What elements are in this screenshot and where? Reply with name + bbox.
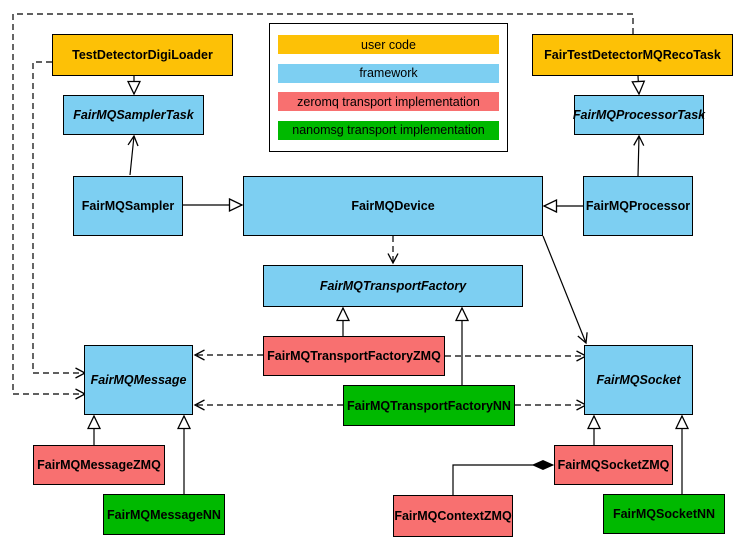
legend-box: user code framework zeromq transport imp… (269, 23, 508, 152)
node-fair-test-detector-mq-reco-task: FairTestDetectorMQRecoTask (532, 34, 733, 76)
node-fairmq-message: FairMQMessage (84, 345, 193, 415)
edge-association-fairmqdevice-fairmqsocket (542, 235, 588, 345)
node-fairmq-transport-factory-nn: FairMQTransportFactoryNN (343, 385, 515, 426)
edge-composition-fairmqcontextzmq-fairmqsocketzmq (452, 459, 555, 495)
legend-item-framework: framework (278, 63, 499, 83)
node-fairmq-processor: FairMQProcessor (583, 176, 693, 236)
node-fairmq-context-zmq: FairMQContextZMQ (393, 495, 513, 537)
node-fairmq-sampler-task: FairMQSamplerTask (63, 95, 204, 135)
node-fairmq-socket: FairMQSocket (584, 345, 693, 415)
node-fairmq-message-zmq: FairMQMessageZMQ (33, 445, 165, 485)
legend-item-zeromq: zeromq transport implementation (278, 92, 499, 112)
node-fairmq-sampler: FairMQSampler (73, 176, 183, 236)
edge-association-fairmqsampler-fairmqsamplertask (127, 134, 139, 176)
node-test-detector-digi-loader: TestDetectorDigiLoader (52, 34, 233, 76)
edge-dependency-testdetectordigiloader-fairmqmessage (32, 61, 87, 379)
legend-item-user-code: user code (278, 35, 499, 54)
edge-inheritance-fairtestdetectormqrecotask-fairmqprocessortask (638, 75, 639, 94)
node-fairmq-transport-factory: FairMQTransportFactory (263, 265, 523, 307)
edge-association-fairmqprocessor-fairmqprocessortask (633, 134, 645, 177)
node-fairmq-message-nn: FairMQMessageNN (103, 494, 225, 535)
node-fairmq-transport-factory-zmq: FairMQTransportFactoryZMQ (263, 336, 445, 376)
legend-item-nanomsg: nanomsg transport implementation (278, 120, 499, 140)
edge-dependency-fairtestdetectormqrecotask-fairmqmessage (12, 13, 634, 400)
node-fairmq-processor-task: FairMQProcessorTask (573, 95, 705, 135)
node-fairmq-socket-zmq: FairMQSocketZMQ (554, 445, 673, 485)
node-fairmq-device: FairMQDevice (243, 176, 543, 236)
node-fairmq-socket-nn: FairMQSocketNN (603, 494, 725, 534)
